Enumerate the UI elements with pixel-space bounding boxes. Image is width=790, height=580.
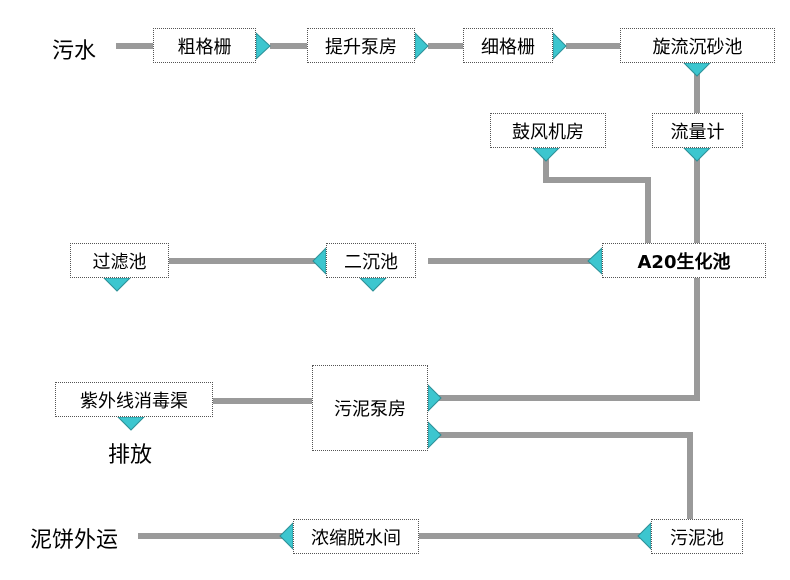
pipe-blower-to-a2o bbox=[543, 158, 651, 243]
sludge-pump-node[interactable]: 污泥泵房 bbox=[312, 365, 428, 451]
a2o-tank-node[interactable]: A20生化池 bbox=[602, 243, 766, 278]
arrow-clarifier-down bbox=[358, 277, 388, 292]
lift-pump-node[interactable]: 提升泵房 bbox=[307, 28, 415, 63]
blower-room-node[interactable]: 鼓风机房 bbox=[490, 113, 606, 148]
arrow-flow-meter-down bbox=[682, 147, 712, 162]
arrow-sludge-pump-to-tank bbox=[427, 420, 442, 450]
arrow-lift-pump-out bbox=[414, 31, 429, 61]
arrow-into-clarifier bbox=[312, 246, 327, 276]
flow-arrows bbox=[102, 31, 712, 551]
arrow-into-a2o bbox=[587, 246, 603, 276]
pipe-a2o-to-sludge-pump bbox=[428, 278, 700, 401]
uv-channel-node[interactable]: 紫外线消毒渠 bbox=[55, 382, 213, 417]
arrow-filter-down bbox=[102, 277, 132, 292]
arrow-fine-screen-out bbox=[552, 31, 567, 61]
arrow-into-sludge-pump-return bbox=[427, 383, 442, 413]
arrow-grit-chamber-down bbox=[682, 62, 712, 77]
arrow-uv-down bbox=[116, 416, 146, 431]
arrow-coarse-screen-out bbox=[255, 31, 271, 61]
flow-meter-node[interactable]: 流量计 bbox=[652, 113, 743, 148]
coarse-screen-node[interactable]: 粗格栅 bbox=[153, 28, 256, 63]
sludge-cake-label: 泥饼外运 bbox=[30, 528, 119, 553]
arrow-into-sludge-tank bbox=[637, 521, 652, 551]
pipe-sludge-pump-to-tank bbox=[428, 432, 693, 519]
discharge-label: 排放 bbox=[108, 443, 153, 468]
filter-node[interactable]: 过滤池 bbox=[70, 243, 169, 278]
arrow-blower-down bbox=[531, 147, 561, 162]
pipe-lines bbox=[116, 43, 700, 539]
grit-chamber-node[interactable]: 旋流沉砂池 bbox=[620, 28, 775, 63]
secondary-clarifier-node[interactable]: 二沉池 bbox=[326, 243, 416, 278]
sludge-tank-node[interactable]: 污泥池 bbox=[651, 519, 743, 554]
fine-screen-node[interactable]: 细格栅 bbox=[463, 28, 553, 63]
dewatering-node[interactable]: 浓缩脱水间 bbox=[293, 519, 419, 554]
arrow-into-dewatering bbox=[279, 521, 294, 551]
sewage-inlet-label: 污水 bbox=[52, 39, 97, 64]
